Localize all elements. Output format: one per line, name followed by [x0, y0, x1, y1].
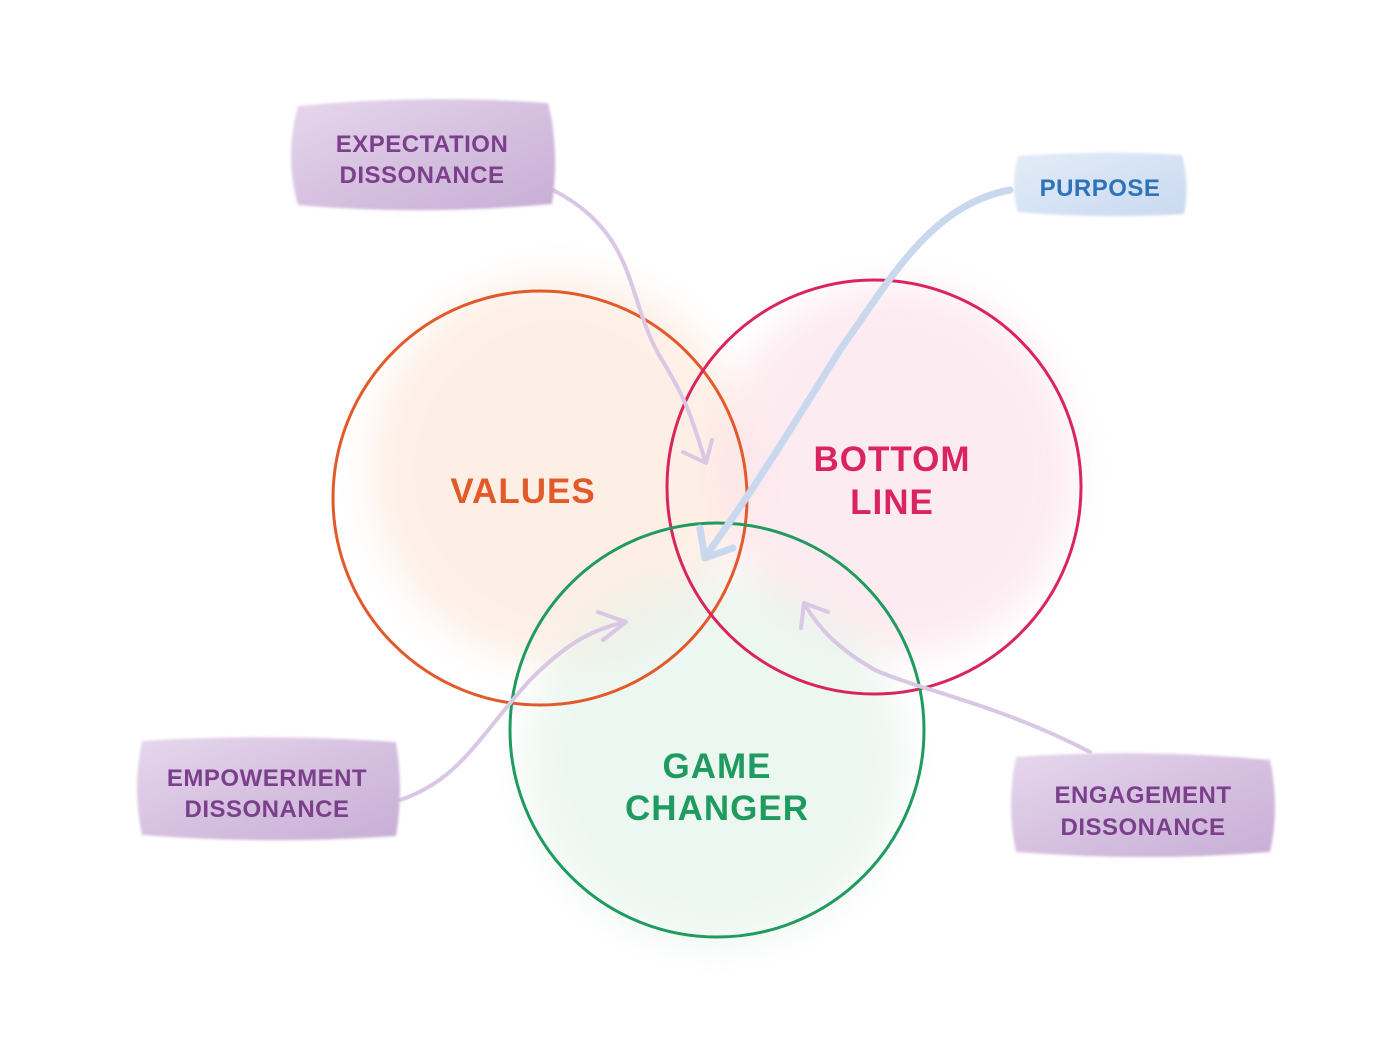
values-wash [370, 275, 750, 665]
bottom-line-label-2: LINE [850, 483, 934, 522]
expectation-arrowhead [681, 438, 714, 465]
bottom-line-circle [665, 278, 1083, 696]
engagement-arrow [803, 603, 1092, 754]
engagement-arrowhead [799, 601, 830, 630]
empowerment-tag: EMPOWERMENT DISSONANCE [137, 737, 400, 841]
empowerment-arrowhead [596, 610, 628, 642]
values-label: VALUES [450, 472, 595, 511]
purpose-tag-shape [1014, 152, 1187, 217]
watercolor-washes [370, 275, 1075, 945]
purpose-tag-line1: PURPOSE [1040, 175, 1161, 202]
expectation-arrow [551, 188, 707, 462]
expectation-tag-shape [291, 99, 556, 211]
engagement-tag-line1: ENGAGEMENT [1054, 782, 1231, 809]
game-changer-label-2: CHANGER [625, 789, 809, 828]
expectation-tag-line2: DISSONANCE [339, 162, 504, 189]
bottom-line-label-1: BOTTOM [813, 440, 970, 479]
game-changer-circle [508, 521, 926, 939]
bottom-line-wash [715, 285, 1075, 655]
purpose-tag: PURPOSE [1014, 152, 1187, 217]
expectation-tag-line1: EXPECTATION [336, 131, 509, 158]
engagement-tag-line2: DISSONANCE [1060, 814, 1225, 841]
purpose-arrow [704, 186, 1014, 557]
empowerment-arrow [398, 620, 627, 802]
expectation-tag: EXPECTATION DISSONANCE [291, 99, 556, 211]
empowerment-tag-line2: DISSONANCE [184, 796, 349, 823]
engagement-tag: ENGAGEMENT DISSONANCE [1011, 753, 1275, 857]
empowerment-tag-line1: EMPOWERMENT [167, 765, 367, 792]
empowerment-tag-shape [137, 737, 400, 841]
arrows [398, 186, 1092, 802]
game-changer-label-1: GAME [663, 747, 772, 786]
game-changer-wash [525, 575, 905, 945]
purpose-arrowhead [696, 524, 737, 562]
engagement-tag-shape [1011, 753, 1275, 857]
